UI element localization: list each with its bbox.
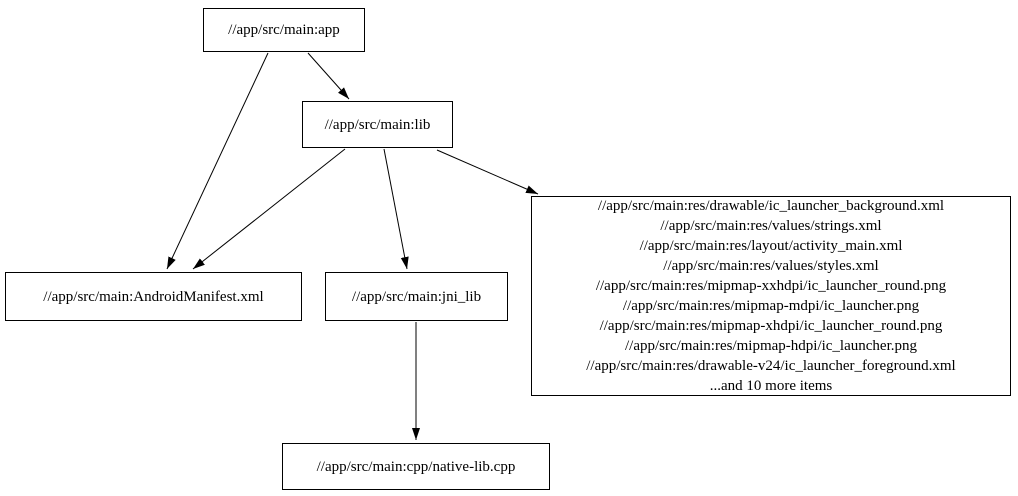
node-app: //app/src/main:app xyxy=(203,8,365,52)
edge-app-to-lib xyxy=(307,52,350,100)
node-lib: //app/src/main:lib xyxy=(302,101,453,148)
node-jni-lib-label: //app/src/main:jni_lib xyxy=(351,288,482,305)
res-file-line: //app/src/main:res/drawable/ic_launcher_… xyxy=(597,198,945,214)
res-file-line: //app/src/main:res/mipmap-mdpi/ic_launch… xyxy=(622,298,920,314)
node-lib-label: //app/src/main:lib xyxy=(324,116,431,133)
res-file-line: //app/src/main:res/drawable-v24/ic_launc… xyxy=(586,358,956,374)
node-res-files: //app/src/main:res/drawable/ic_launcher_… xyxy=(531,196,1011,396)
res-file-line: //app/src/main:res/values/styles.xml xyxy=(663,258,879,274)
res-file-line: //app/src/main:res/mipmap-xxhdpi/ic_laun… xyxy=(595,278,947,294)
res-file-line: //app/src/main:res/mipmap-hdpi/ic_launch… xyxy=(624,338,917,354)
edge-lib-to-res xyxy=(436,149,539,195)
edge-app-to-manifest xyxy=(166,52,269,270)
edge-lib-to-jni-lib xyxy=(383,148,409,270)
res-file-line: //app/src/main:res/layout/activity_main.… xyxy=(639,238,903,254)
res-file-line: //app/src/main:res/mipmap-xhdpi/ic_launc… xyxy=(599,318,943,334)
node-android-manifest-label: //app/src/main:AndroidManifest.xml xyxy=(43,288,264,305)
edge-lib-to-manifest xyxy=(192,148,346,270)
node-native-lib-cpp: //app/src/main:cpp/native-lib.cpp xyxy=(282,443,550,490)
node-android-manifest: //app/src/main:AndroidManifest.xml xyxy=(5,272,302,321)
res-file-more-items: ...and 10 more items xyxy=(709,378,833,394)
node-jni-lib: //app/src/main:jni_lib xyxy=(325,272,508,321)
node-app-label: //app/src/main:app xyxy=(228,22,340,38)
res-file-line: //app/src/main:res/values/strings.xml xyxy=(660,218,882,234)
node-native-lib-cpp-label: //app/src/main:cpp/native-lib.cpp xyxy=(316,458,516,475)
